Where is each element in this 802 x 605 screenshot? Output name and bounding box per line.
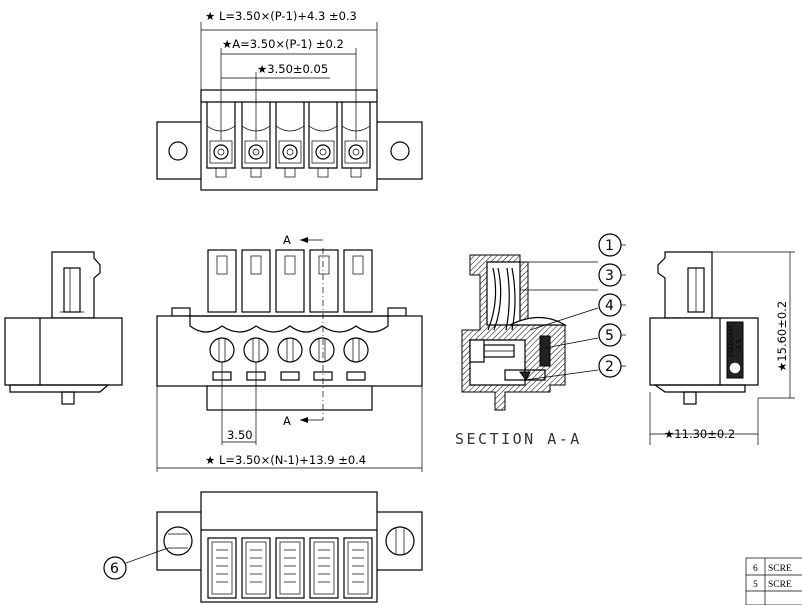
balloon-6: 6 <box>110 561 119 577</box>
side-height-dimension: ★15.60±0.2 <box>775 301 789 372</box>
front-view: A A 3.50 ★ L=3.50×(N-1)+13.9 ±0.4 <box>156 233 423 472</box>
front-pins <box>207 249 373 313</box>
top-overall-dimension: ★ L=3.50×(P-1)+4.3 ±0.3 <box>205 9 357 23</box>
section-balloons: 1 3 4 5 2 <box>598 233 626 378</box>
front-pitch-dimension: 3.50 <box>227 428 253 442</box>
balloon-4: 4 <box>605 298 614 314</box>
side-depth-dimension: ★11.30±0.2 <box>664 427 735 441</box>
table-row-6-no: 6 <box>753 564 758 574</box>
top-view: ★ L=3.50×(P-1)+4.3 ±0.3 ★A=3.50×(P-1) ±0… <box>156 9 423 191</box>
bottom-view: 6 <box>103 491 423 603</box>
top-dimension-lines <box>200 22 378 140</box>
balloon-3: 3 <box>605 268 614 284</box>
section-view: 1 3 4 5 2 SECTION A-A <box>455 233 626 448</box>
front-overall-dimension: ★ L=3.50×(N-1)+13.9 ±0.4 <box>205 453 366 467</box>
balloon-1: 1 <box>605 238 614 254</box>
right-side-view: 15EDGKM -3.5 ★15.60±0.2 ★11.30±0.2 <box>649 251 795 445</box>
top-slot-4 <box>308 102 338 178</box>
top-slot-3 <box>275 102 305 178</box>
left-side-view <box>4 251 123 405</box>
side-label-text-1: 15EDGKM <box>727 326 735 358</box>
top-slot-2 <box>241 102 271 178</box>
table-row-5-name: SCRE <box>768 580 792 590</box>
table-row-6-name: SCRE <box>768 564 792 574</box>
side-label-text-2: -3.5 <box>735 339 743 352</box>
table-row-5-no: 5 <box>753 580 758 590</box>
bottom-screw-left <box>163 526 193 556</box>
mounting-hole-left <box>168 141 188 161</box>
top-pitch-dimension: ★3.50±0.05 <box>257 62 328 76</box>
section-marker-top: A <box>283 233 291 247</box>
top-slot-1 <box>206 102 236 178</box>
balloon-5: 5 <box>605 328 614 344</box>
section-title: SECTION A-A <box>455 430 582 448</box>
rating-label <box>726 321 744 379</box>
mounting-hole-right <box>390 141 410 161</box>
top-pitch-span-dimension: ★A=3.50×(P-1) ±0.2 <box>222 37 344 51</box>
section-marker-bottom: A <box>283 414 291 428</box>
bottom-wire-entries <box>207 537 373 599</box>
bottom-screw-right <box>385 526 415 556</box>
balloon-2: 2 <box>605 359 614 375</box>
parts-table: 6 SCRE 5 SCRE <box>745 557 802 605</box>
